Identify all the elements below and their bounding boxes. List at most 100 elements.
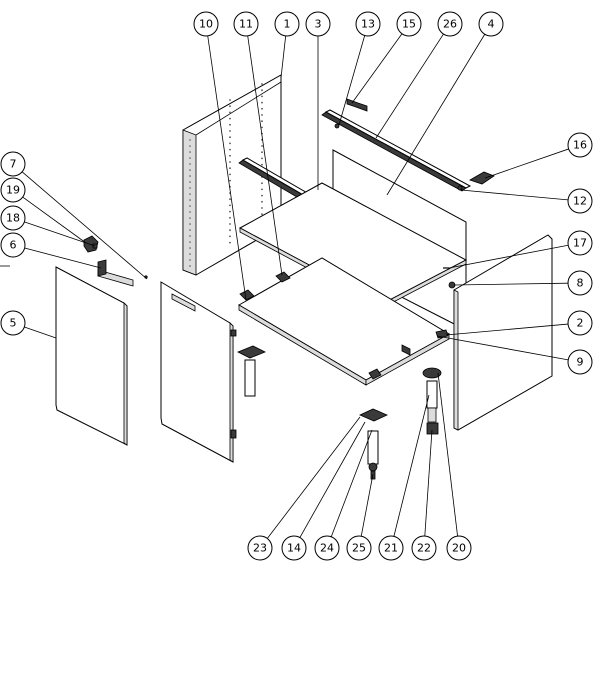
callout-circle: [281, 535, 307, 561]
leader-11: [247, 35, 283, 276]
callout-number: 24: [320, 542, 334, 555]
panel-hole: [229, 167, 231, 170]
handle: [97, 259, 134, 287]
callout-20: 20: [446, 535, 472, 561]
callout-number: 18: [6, 212, 20, 225]
panel-hole: [189, 151, 191, 153]
panel-hole: [229, 179, 231, 182]
panel-hole: [189, 265, 191, 267]
callout-number: 20: [452, 542, 466, 555]
panel-hole: [261, 188, 263, 191]
callout-number: 21: [384, 542, 398, 555]
callout-number: 14: [287, 542, 301, 555]
leader-5: [24, 326, 57, 339]
callout-26: 26: [437, 11, 463, 37]
callout-number: 19: [6, 184, 20, 197]
panel-hole: [229, 136, 231, 139]
leader-12: [460, 189, 569, 201]
leader-24: [330, 429, 373, 537]
leader-10: [207, 35, 247, 301]
panel-hole: [229, 123, 231, 126]
panel-hole: [189, 169, 191, 171]
panel-hole: [189, 175, 191, 177]
panel-hole: [261, 200, 263, 203]
callout-circle: [567, 270, 593, 296]
leader-18: [24, 221, 96, 247]
callout-circle: [0, 151, 26, 177]
callout-6: 6: [0, 232, 26, 258]
callout-number: 5: [10, 317, 17, 330]
panel-hole: [229, 241, 231, 244]
callout-circle: [0, 310, 26, 336]
panel-hole: [189, 145, 191, 147]
callout-25: 25: [346, 535, 372, 561]
panel-hole: [229, 173, 231, 176]
callout-3: 3: [305, 11, 331, 37]
panel-hole: [261, 101, 263, 104]
panel-hole: [261, 126, 263, 129]
panel-hole: [229, 105, 231, 108]
door-left: [55, 266, 128, 446]
callout-7: 7: [0, 151, 26, 177]
panel-hole: [189, 217, 191, 219]
panel-hole: [229, 117, 231, 120]
panel-hole: [261, 114, 263, 116]
leader-7: [21, 171, 148, 280]
callout-23: 23: [247, 535, 273, 561]
callout-circle: [567, 310, 593, 336]
panel-hole: [229, 216, 231, 219]
callout-number: 22: [417, 542, 431, 555]
leader-2: [445, 323, 569, 336]
leader-17: [448, 244, 569, 269]
callout-number: 9: [577, 356, 584, 369]
leader-6: [24, 247, 102, 269]
callout-circle: [411, 535, 437, 561]
callout-12: 12: [567, 188, 593, 214]
panel-hole: [229, 223, 231, 225]
leader-23: [266, 416, 361, 539]
callout-circle: [437, 11, 463, 37]
panel-hole: [189, 211, 191, 213]
panel-hole: [189, 229, 191, 231]
callout-circle: [314, 535, 340, 561]
panel-hole: [229, 204, 231, 207]
panel-hole: [261, 194, 263, 197]
leg-assembly-rear: [422, 367, 442, 435]
callout-circle: [247, 535, 273, 561]
callout-circle: [567, 132, 593, 158]
panel-hole: [261, 89, 263, 92]
callout-1: 1: [274, 11, 300, 37]
callout-22: 22: [411, 535, 437, 561]
callout-circle: [446, 535, 472, 561]
callout-circle: [355, 11, 381, 37]
callout-circle: [567, 230, 593, 256]
callout-11: 11: [233, 11, 259, 37]
panel-hole: [261, 157, 263, 160]
callout-number: 8: [577, 277, 584, 290]
panel-hole: [261, 145, 263, 147]
bottom-panel: [238, 257, 451, 386]
callout-number: 17: [573, 237, 587, 250]
top-rail: [321, 109, 472, 192]
panel-hole: [189, 247, 191, 249]
panel-hole: [261, 107, 263, 110]
panel-hole: [189, 193, 191, 195]
leader-4: [386, 34, 486, 196]
callout-number: 15: [402, 18, 416, 31]
panel-hole: [189, 199, 191, 201]
leader-1: [280, 35, 287, 79]
callout-circle: [478, 11, 504, 37]
panel-hole: [189, 187, 191, 189]
panel-hole: [229, 229, 231, 232]
callout-number: 23: [253, 542, 267, 555]
callout-circle: [0, 177, 26, 203]
panel-hole: [261, 163, 263, 166]
panel-hole: [189, 235, 191, 237]
panel-hole: [229, 142, 231, 145]
callout-5: 5: [0, 310, 26, 336]
callout-number: 11: [239, 18, 253, 31]
panel-hole: [189, 223, 191, 225]
